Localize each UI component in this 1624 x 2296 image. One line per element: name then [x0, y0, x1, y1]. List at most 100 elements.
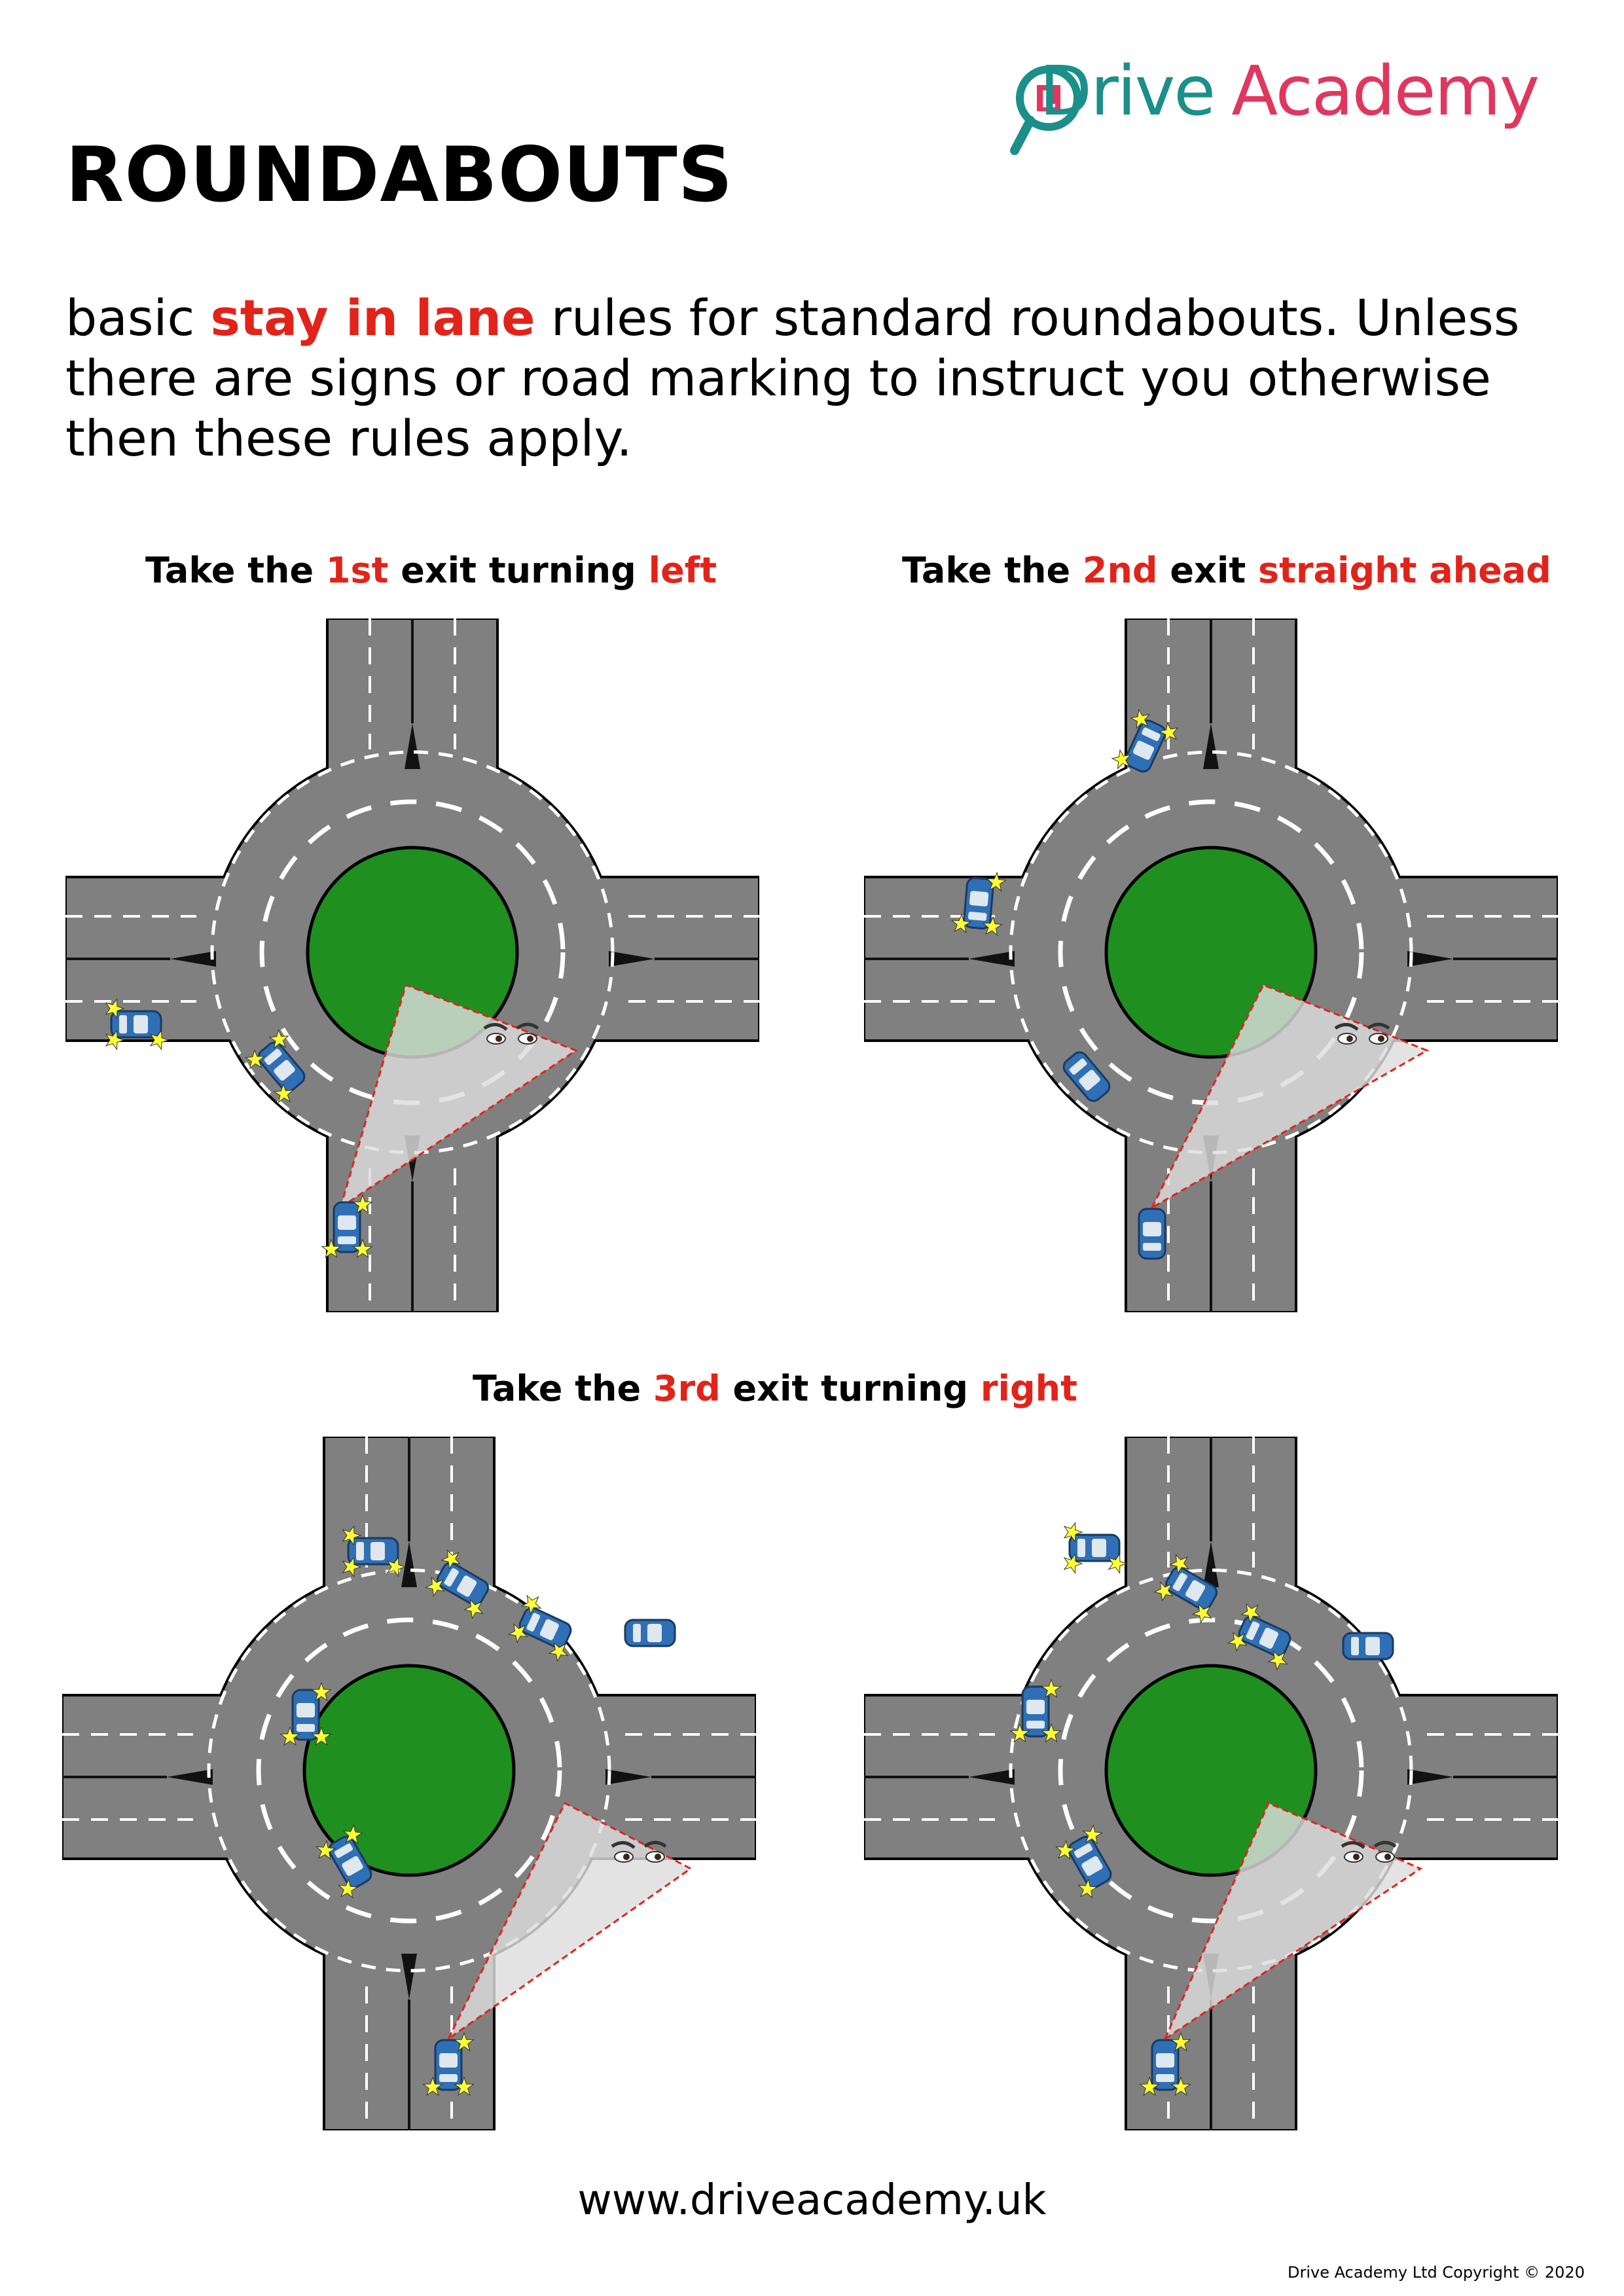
- car-windscreen: [457, 1575, 477, 1597]
- warning-star-icon: [1240, 1603, 1261, 1624]
- warning-star-icon: [352, 1194, 373, 1214]
- driver-eyes-icon: [611, 1840, 667, 1863]
- warning-star-icon: [352, 1238, 373, 1259]
- roundabout-diagram-third-exit-b: [864, 1437, 1558, 2130]
- car-windscreen: [1081, 1856, 1103, 1876]
- give-way-line: [1009, 750, 1413, 1155]
- car-rear-window: [1074, 1843, 1093, 1858]
- splitter-island: [1407, 1769, 1453, 1785]
- car-rear-window: [264, 1049, 282, 1066]
- roundabout-diagram-third-exit-a: [62, 1437, 756, 2130]
- pupil: [1384, 1854, 1391, 1860]
- car-windscreen: [370, 1542, 385, 1560]
- car-icon: [950, 871, 1007, 937]
- car-windscreen: [297, 1703, 315, 1717]
- warning-star-icon: [1041, 1678, 1062, 1698]
- car-windscreen: [1092, 1539, 1106, 1557]
- pupil: [496, 1035, 502, 1042]
- roundabout-lane-marking: [1058, 1617, 1364, 1924]
- eyebrow: [516, 1022, 539, 1030]
- caption-second-exit: Take the 2nd exit straight ahead: [902, 550, 1551, 591]
- car-windscreen: [134, 1015, 148, 1033]
- warning-star-icon: [321, 1238, 342, 1259]
- warning-star-icon: [1153, 1581, 1174, 1602]
- warning-star-icon: [1041, 1723, 1062, 1743]
- intro-highlight: stay in lane: [210, 289, 535, 347]
- intro-part2: rules for standard roundabouts. Unless t…: [65, 289, 1520, 467]
- warning-star-icon: [105, 1030, 125, 1050]
- warning-star-icon: [507, 1623, 529, 1643]
- pupil: [655, 1854, 661, 1860]
- pupil: [527, 1035, 533, 1042]
- car-rear-window: [1069, 1058, 1087, 1075]
- car-windscreen: [274, 1060, 295, 1081]
- car-icon: [1227, 1603, 1291, 1671]
- car-rear-window: [1077, 1539, 1085, 1557]
- warning-star-icon: [1111, 749, 1132, 770]
- car-windscreen: [342, 1856, 363, 1876]
- warning-star-icon: [342, 1556, 362, 1577]
- car-icon: [244, 1029, 306, 1103]
- car-rear-window: [444, 1568, 459, 1587]
- car-icon: [1055, 1824, 1112, 1899]
- warning-star-icon: [441, 1549, 461, 1570]
- warning-star-icon: [521, 1594, 542, 1615]
- intro-part1: basic: [65, 289, 211, 347]
- car-windscreen: [647, 1624, 662, 1642]
- car-windscreen: [1156, 2053, 1174, 2068]
- car-rear-window: [1172, 1572, 1187, 1592]
- warning-star-icon: [1158, 722, 1179, 743]
- warning-star-icon: [311, 1726, 332, 1746]
- driver-eyes-icon: [1334, 1022, 1390, 1045]
- caption-direction: straight ahead: [1257, 550, 1551, 591]
- car-rear-window: [1026, 1721, 1045, 1729]
- pupil: [1346, 1035, 1353, 1042]
- eyebrow: [1341, 1841, 1365, 1849]
- car-icon: [280, 1681, 332, 1746]
- central-island: [302, 1664, 516, 1877]
- caption-ordinal: 1st: [325, 550, 389, 591]
- roundabout-lane-marking: [256, 1617, 562, 1924]
- eyebrow: [1367, 1022, 1390, 1030]
- car-rear-window: [1156, 2074, 1174, 2082]
- warning-star-icon: [273, 1083, 294, 1103]
- splitter-island: [609, 951, 655, 967]
- splitter-island: [170, 951, 216, 967]
- car-rear-window: [526, 1613, 541, 1632]
- caption-mid: exit: [388, 550, 489, 591]
- caption-pre: Take the: [902, 550, 1083, 591]
- car-icon: [1342, 1632, 1394, 1660]
- warning-star-icon: [425, 1576, 445, 1597]
- car-rear-window: [1143, 1243, 1161, 1251]
- pupil: [623, 1854, 630, 1860]
- car-rear-window: [297, 1724, 315, 1732]
- warning-star-icon: [268, 1029, 289, 1049]
- car-windscreen: [1365, 1637, 1380, 1655]
- intro-text: basic stay in lane rules for standard ro…: [65, 288, 1571, 469]
- warning-star-icon: [1192, 1603, 1212, 1624]
- warning-star-icon: [1169, 1554, 1189, 1575]
- warning-star-icon: [1170, 2032, 1191, 2052]
- roundabout-diagram-first-exit: [65, 619, 759, 1312]
- car-windscreen: [439, 2053, 458, 2068]
- car-windscreen: [1143, 1222, 1161, 1236]
- splitter-island: [1407, 951, 1453, 967]
- warning-star-icon: [1077, 1878, 1098, 1899]
- car-windscreen: [1026, 1700, 1045, 1714]
- warning-star-icon: [1267, 1650, 1288, 1671]
- warning-star-icon: [422, 2076, 443, 2096]
- warning-star-icon: [1009, 1723, 1030, 1743]
- caption-direction: right: [980, 1368, 1077, 1409]
- warning-star-icon: [342, 1824, 363, 1844]
- warning-star-icon: [342, 1525, 362, 1546]
- pupil: [1378, 1035, 1384, 1042]
- warning-star-icon: [244, 1049, 266, 1069]
- warning-star-icon: [548, 1641, 569, 1662]
- footer-website-url[interactable]: www.driveacademy.uk: [577, 2176, 1047, 2225]
- warning-star-icon: [311, 1681, 332, 1702]
- warning-star-icon: [986, 871, 1007, 892]
- warning-star-icon: [1108, 1553, 1128, 1574]
- caption-ordinal: 2nd: [1082, 550, 1158, 591]
- eyebrow: [1334, 1023, 1359, 1031]
- caption-ordinal: 3rd: [653, 1368, 721, 1409]
